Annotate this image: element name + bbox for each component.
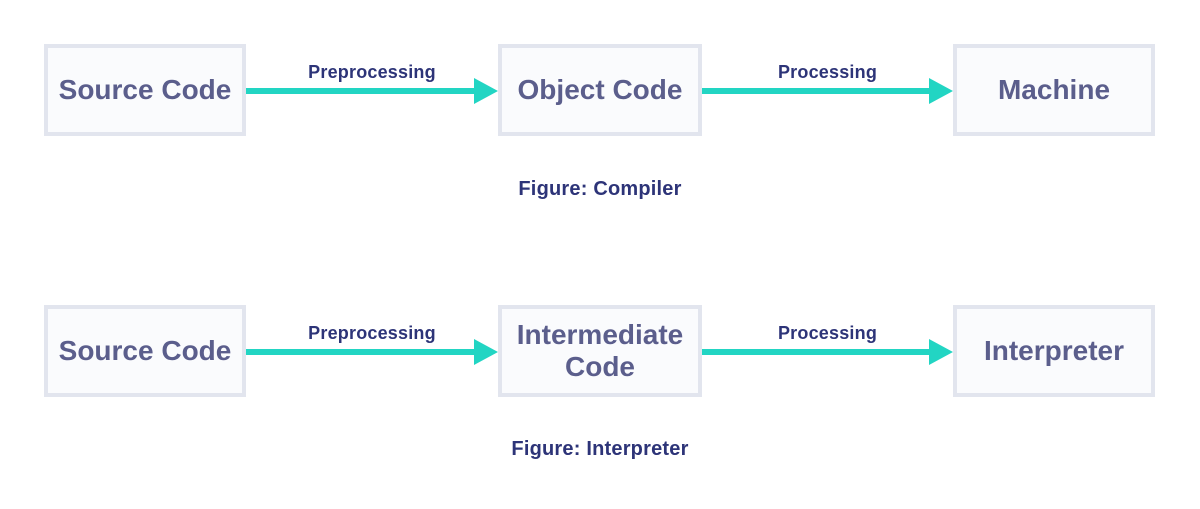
node-label: Intermediate Code	[516, 318, 684, 382]
caption-interpreter: Figure: Interpreter	[511, 438, 689, 460]
node-label: Source Code	[58, 73, 232, 105]
node-interpreter: Interpreter	[953, 305, 1155, 397]
caption-compiler: Figure: Compiler	[518, 178, 682, 200]
arrow-right-icon	[474, 78, 498, 104]
arrow-line	[246, 88, 476, 94]
arrow-label-preprocessing: Preprocessing	[308, 62, 436, 82]
arrow-line	[702, 349, 930, 355]
node-machine: Machine	[953, 44, 1155, 136]
arrow-label-processing: Processing	[777, 62, 878, 82]
node-label: Machine	[997, 73, 1111, 105]
arrow-right-icon	[474, 339, 498, 365]
arrow-line	[246, 349, 476, 355]
arrow-right-icon	[929, 78, 953, 104]
node-label: Interpreter	[983, 334, 1125, 366]
node-object-code: Object Code	[498, 44, 702, 136]
arrow-label-processing-2: Processing	[777, 323, 878, 343]
arrow-line	[702, 88, 930, 94]
arrow-right-icon	[929, 339, 953, 365]
node-label: Object Code	[517, 73, 683, 105]
node-source-code-2: Source Code	[44, 305, 246, 397]
arrow-label-preprocessing-2: Preprocessing	[308, 323, 436, 343]
node-label: Source Code	[58, 334, 232, 366]
node-source-code: Source Code	[44, 44, 246, 136]
node-intermediate-code: Intermediate Code	[498, 305, 702, 397]
